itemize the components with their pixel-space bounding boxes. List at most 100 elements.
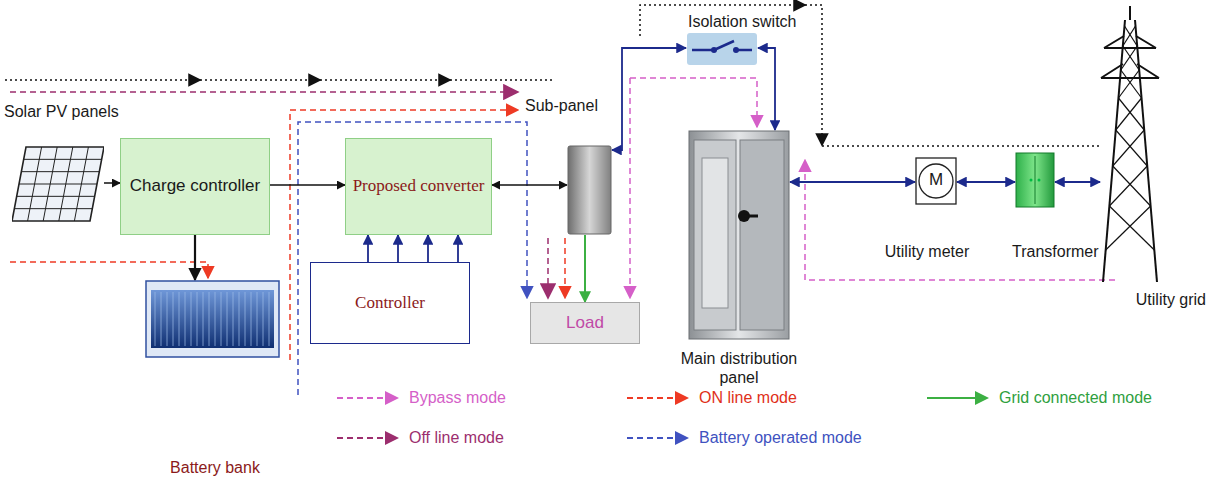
component-label: Main distribution panel: [669, 349, 809, 387]
connector: [397, 235, 399, 262]
figure-part: [151, 290, 274, 348]
legend-line: [627, 397, 677, 399]
bypass-flow: [630, 78, 757, 127]
figure-part: [1129, 6, 1131, 20]
component-label: Isolation switch: [688, 12, 800, 31]
figure-part: [1103, 20, 1125, 282]
distribution-panel: Main distribution panel: [669, 130, 809, 388]
transformer-figure: [1015, 152, 1055, 208]
figure-part: [1038, 179, 1041, 182]
sub-panel-figure: [567, 145, 612, 235]
figure-part: [702, 158, 728, 308]
figure-part: [1104, 47, 1156, 49]
legend-line: [627, 437, 677, 439]
isolation-switch: Isolation switch: [680, 12, 800, 66]
battery-bank: Battery bank: [145, 280, 285, 480]
connector: [194, 235, 196, 280]
bypass-flow: [629, 78, 631, 298]
figure-part: [14, 208, 92, 209]
figure-part: [1109, 206, 1154, 250]
figure-part: [1016, 153, 1054, 207]
figure-part: [21, 171, 99, 172]
figure-part: [215, 292, 216, 346]
connector: [104, 182, 120, 184]
component-label: Transformer: [1012, 242, 1110, 261]
figure-part: [227, 292, 228, 346]
legend-text: Battery operated mode: [699, 428, 862, 447]
figure-part: [1030, 179, 1033, 182]
connector: [427, 235, 429, 262]
figure-part: [1123, 26, 1136, 46]
component-label: Utility grid: [1097, 290, 1206, 309]
figure-part: [17, 196, 95, 197]
connector: [367, 235, 369, 262]
figure-part: [1113, 130, 1144, 166]
figure-part: [1106, 206, 1151, 250]
figure-part: [191, 292, 192, 346]
figure-part: [12, 147, 104, 221]
legend-text: Grid connected mode: [999, 388, 1152, 407]
bypass-flow: [805, 160, 1115, 280]
utility-meter: M Utility meter: [872, 155, 982, 265]
component-label: M: [915, 170, 957, 190]
legend-line: [337, 397, 387, 399]
legend-arrow-head: [385, 391, 399, 405]
legend-line-sample: [335, 428, 401, 448]
figure-part: [1118, 70, 1139, 98]
figure-part: [155, 292, 156, 346]
figure-part: [146, 281, 279, 357]
isolation-switch-figure: [686, 32, 758, 66]
connector: [957, 181, 1015, 183]
legend-item: ON line mode: [625, 388, 797, 408]
figure-part: [245, 292, 246, 346]
dotted-flow: [822, 145, 1100, 147]
figure-part: [1116, 98, 1142, 130]
legend-line-sample: [625, 388, 691, 408]
figure-part: [5, 5, 1115, 395]
figure-part: [239, 292, 240, 346]
figure-part: [1135, 20, 1157, 282]
figure-part: [1124, 26, 1137, 46]
battery-bank-figure: [145, 280, 280, 358]
utility-grid-tower: Utility grid: [1097, 6, 1208, 316]
connector: [758, 48, 775, 130]
figure-part: [714, 41, 734, 50]
figure-part: [738, 49, 752, 52]
distribution-panel-figure: [688, 130, 790, 340]
figure-part: [179, 292, 180, 346]
figure-part: [19, 184, 97, 185]
figure-part: [233, 292, 234, 346]
connector: [457, 235, 459, 262]
dotted-flow: [315, 79, 445, 81]
legend-line: [927, 397, 977, 399]
box-label: Controller: [355, 293, 425, 313]
dotted-flow: [5, 79, 195, 81]
figure-part: [1118, 98, 1144, 130]
component-label: Utility meter: [872, 242, 982, 261]
online-flow: [564, 238, 566, 298]
figure-part: [1116, 130, 1147, 166]
online-flow: [290, 110, 518, 360]
legend-arrow-head: [675, 391, 689, 405]
figure-part: [687, 33, 757, 65]
solar-panel-figure: [12, 145, 104, 223]
legend-arrow-head: [675, 431, 689, 445]
component-label: Battery bank: [145, 458, 285, 477]
dotted-flow: [640, 5, 800, 36]
figure-part: [251, 292, 252, 346]
figure-part: [689, 131, 789, 339]
figure-part: [185, 292, 186, 346]
sub-panel: Sub-panel: [522, 96, 617, 236]
dotted-flow: [800, 5, 822, 140]
figure-part: [209, 292, 210, 346]
transformer: Transformer: [1000, 150, 1110, 264]
figure-part: [269, 292, 270, 346]
legend-line-sample: [625, 428, 691, 448]
figure-part: [568, 146, 611, 234]
controller-box: Controller: [310, 262, 470, 344]
battery-flow: [298, 122, 527, 395]
figure-part: [1101, 77, 1159, 79]
figure-part: [1123, 46, 1139, 70]
figure-part: [161, 292, 162, 346]
legend-line: [337, 437, 387, 439]
